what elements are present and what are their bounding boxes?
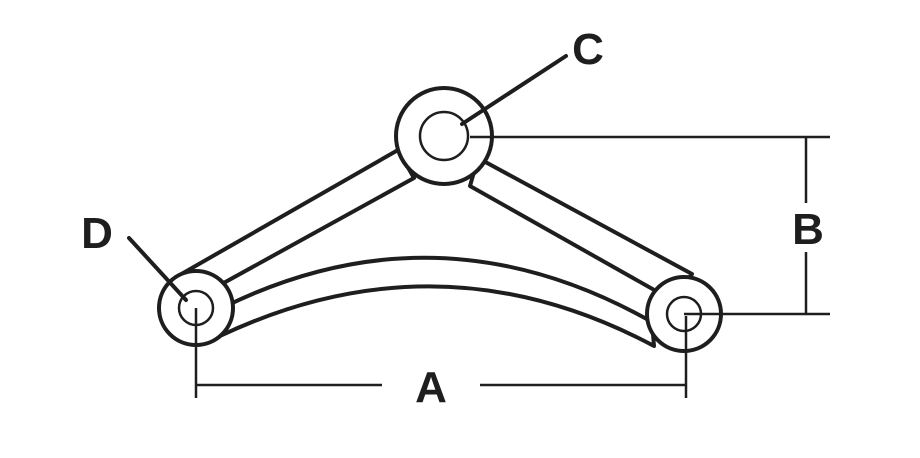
label-c: C [572,25,604,74]
label-d: D [81,209,113,258]
leader-c [460,54,568,126]
label-b: B [792,205,824,254]
bottom-band [218,255,656,348]
leader-d [127,236,188,302]
label-a: A [415,363,447,412]
center-pivot-hole [418,110,470,162]
